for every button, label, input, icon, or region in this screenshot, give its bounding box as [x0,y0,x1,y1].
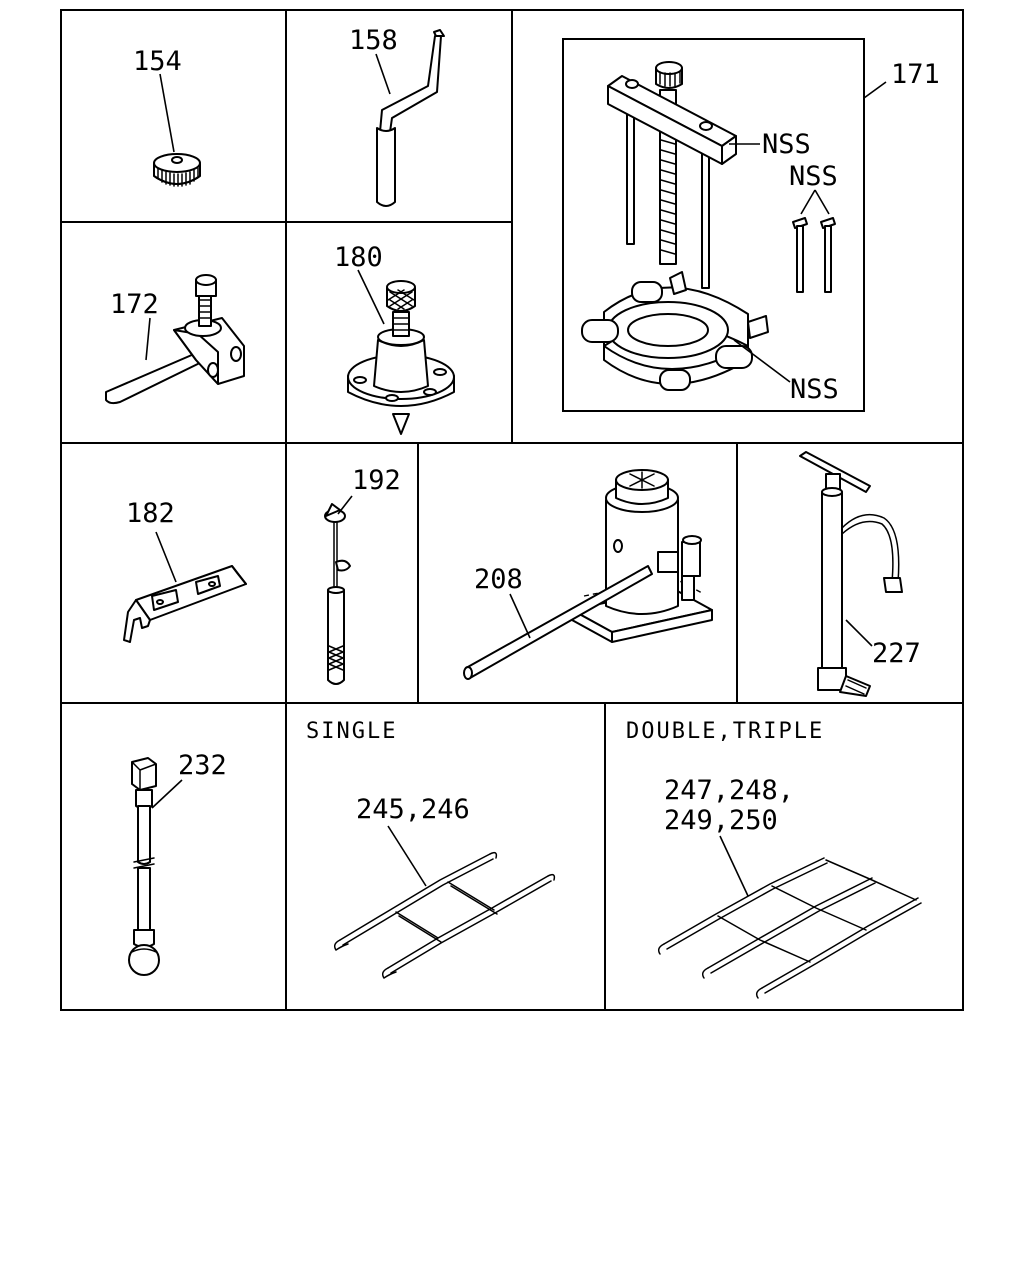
part-154-knob [153,73,201,187]
label-232: 232 [178,750,227,781]
part-171-frame [562,38,865,412]
part-192-tool [324,495,353,685]
label-nss-1: NSS [762,129,811,160]
part-158-handle [375,29,445,207]
label-208: 208 [474,564,523,595]
caption-double-triple: DOUBLE,TRIPLE [626,719,824,744]
part-172-tool [105,274,245,405]
label-192: 192 [352,465,401,496]
label-247-248: 247,248, [664,775,794,806]
label-158: 158 [349,25,398,56]
part-171-puller [581,61,887,391]
part-227-pump [799,451,903,697]
label-227: 227 [872,638,921,669]
part-247-250-double-triple-chain [657,835,922,999]
label-154: 154 [133,46,182,77]
label-249-250: 249,250 [664,805,778,836]
label-172: 172 [110,289,159,320]
part-208-jack [463,469,713,680]
label-180: 180 [334,242,383,273]
label-nss-2: NSS [789,161,838,192]
label-245-246: 245,246 [356,794,470,825]
label-171: 171 [891,59,940,90]
label-182: 182 [126,498,175,529]
part-245-246-single-chain [333,825,556,980]
label-nss-3: NSS [790,374,839,405]
diagram-grid [60,9,964,1011]
part-180-tool [347,269,455,435]
caption-single: SINGLE [306,719,397,744]
part-232-tool [128,757,183,976]
part-182-bracket [123,531,247,643]
